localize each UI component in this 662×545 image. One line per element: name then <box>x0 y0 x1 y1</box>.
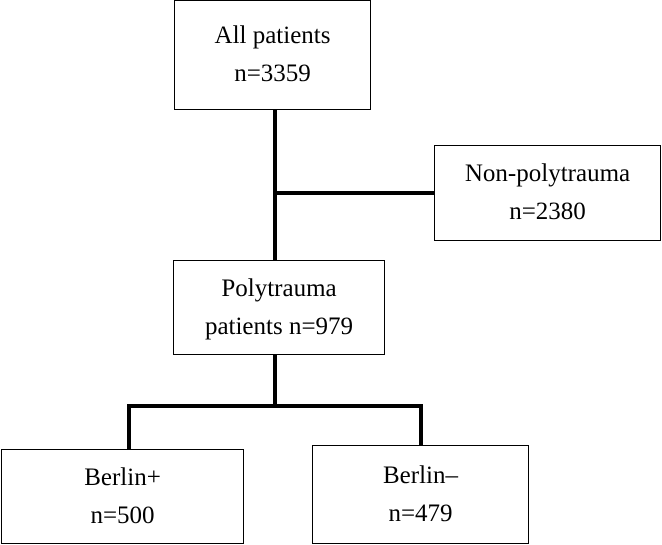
node-berlin-positive: Berlin+ n=500 <box>1 449 244 544</box>
node-all-patients-count: n=3359 <box>234 60 311 87</box>
connector-branch-to-non-polytrauma <box>273 191 434 195</box>
node-polytrauma-label: Polytrauma <box>221 274 337 302</box>
node-non-polytrauma-count: n=2380 <box>509 198 586 225</box>
connector-all-to-polytrauma <box>273 110 277 260</box>
node-berlin-positive-count: n=500 <box>90 501 155 529</box>
node-berlin-negative: Berlin– n=479 <box>312 445 529 544</box>
node-non-polytrauma-label: Non-polytrauma <box>464 160 631 187</box>
connector-polytrauma-down <box>273 355 277 406</box>
node-polytrauma: Polytrauma patients n=979 <box>173 260 385 355</box>
connector-berlin-split <box>127 404 423 408</box>
connector-to-berlin-negative <box>419 404 423 445</box>
node-berlin-positive-label: Berlin+ <box>84 463 161 491</box>
node-all-patients: All patients n=3359 <box>174 0 371 110</box>
node-polytrauma-count: patients n=979 <box>204 312 354 340</box>
node-berlin-negative-count: n=479 <box>388 499 453 527</box>
node-non-polytrauma: Non-polytrauma n=2380 <box>434 145 661 241</box>
connector-to-berlin-positive <box>127 404 131 449</box>
node-all-patients-label: All patients <box>214 22 331 49</box>
node-berlin-negative-label: Berlin– <box>383 461 458 489</box>
